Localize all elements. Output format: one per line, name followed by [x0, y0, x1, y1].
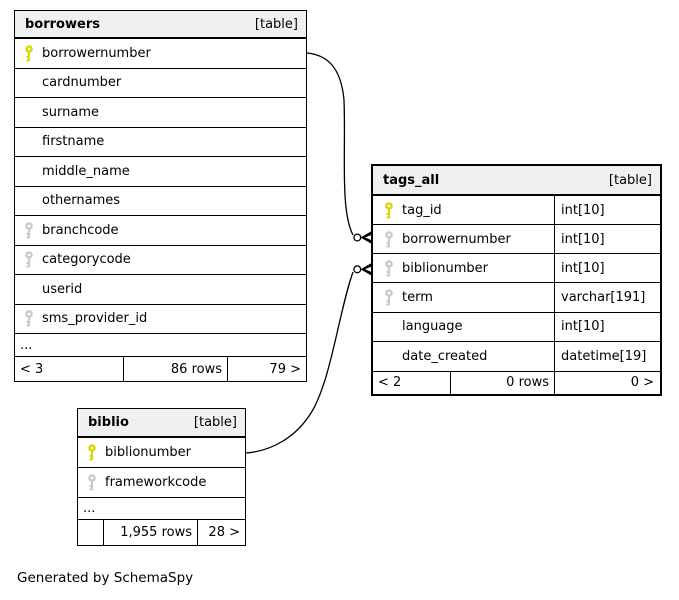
indexed-key-icon [384, 230, 394, 248]
table-biblio-header[interactable]: biblio [table] [78, 409, 245, 438]
indexed-key-icon [24, 251, 34, 268]
table-type-label: [table] [608, 172, 652, 188]
primary-key-icon [24, 44, 34, 62]
column-type: varchar[191] [561, 290, 646, 306]
table-footer: 1,955 rows 28 > [78, 519, 245, 545]
more-columns-ellipsis: ... [15, 334, 306, 356]
column-name: term [402, 290, 433, 306]
column-name: categorycode [42, 252, 131, 268]
table-name: tags_all [383, 172, 440, 188]
column-type: int[10] [561, 231, 605, 247]
table-borrowers-header[interactable]: borrowers [table] [15, 11, 306, 39]
table-type-label: [table] [254, 16, 298, 32]
ellipsis-label: ... [20, 337, 33, 353]
indexed-key-icon [384, 289, 394, 306]
column-name: date_created [402, 348, 488, 364]
related-connectors-right: 28 > [208, 525, 240, 540]
column-row: firstname [15, 128, 306, 157]
related-connectors-left [78, 520, 104, 545]
column-name: surname [42, 104, 99, 120]
column-name: sms_provider_id [42, 311, 148, 327]
diagram-caption: Generated by SchemaSpy [17, 570, 194, 586]
table-biblio[interactable]: biblio [table] biblionumber frameworkcod… [77, 408, 246, 546]
row-count: 0 rows [451, 371, 555, 394]
indexed-key-icon [24, 310, 34, 327]
table-tags-all-header[interactable]: tags_all [table] [373, 166, 660, 196]
row-count: 1,955 rows [104, 520, 198, 545]
table-borrowers[interactable]: borrowers [table] borrowernumber cardnum… [14, 10, 307, 382]
column-row: biblionumber int[10] [373, 254, 660, 284]
ellipsis-label: ... [83, 501, 96, 516]
column-name: biblionumber [105, 445, 192, 460]
key-placeholder [24, 133, 34, 150]
table-tags-all[interactable]: tags_all [table] tag_id int[10] borrower… [371, 164, 662, 396]
column-type: datetime[19] [561, 348, 647, 364]
more-columns-ellipsis: ... [78, 498, 245, 519]
indexed-key-icon [24, 221, 34, 239]
column-row: sms_provider_id [15, 305, 306, 334]
related-connectors-left: < 2 [373, 371, 451, 394]
column-name: frameworkcode [105, 475, 207, 490]
column-name: middle_name [42, 163, 130, 179]
column-type: int[10] [561, 319, 605, 335]
key-placeholder [384, 318, 394, 335]
column-row: branchcode [15, 216, 306, 246]
column-row: categorycode [15, 246, 306, 275]
row-count: 86 rows [124, 357, 228, 381]
key-placeholder [24, 192, 34, 209]
table-footer: < 3 86 rows 79 > [15, 356, 306, 381]
column-row: language int[10] [373, 312, 660, 342]
indexed-key-icon [87, 474, 97, 491]
column-row: date_created datetime[19] [373, 341, 660, 371]
column-name: language [402, 319, 463, 335]
column-name: borrowernumber [42, 45, 151, 61]
table-type-label: [table] [193, 415, 237, 430]
relationship-borrowers-to-tags-all [306, 52, 372, 245]
primary-key-icon [384, 201, 394, 219]
table-name: biblio [88, 415, 129, 430]
column-row: middle_name [15, 157, 306, 187]
column-row: userid [15, 275, 306, 305]
related-connectors-left: < 3 [15, 357, 124, 381]
key-placeholder [24, 163, 34, 180]
column-row: tag_id int[10] [373, 196, 660, 226]
column-name: cardnumber [42, 75, 122, 91]
column-type: int[10] [561, 260, 605, 276]
column-name: biblionumber [402, 260, 489, 276]
table-footer: < 2 0 rows 0 > [373, 370, 660, 394]
column-name: firstname [42, 134, 105, 150]
column-row: borrowernumber [15, 39, 306, 69]
column-row: surname [15, 98, 306, 128]
column-row: biblionumber [78, 438, 245, 468]
column-name: branchcode [42, 222, 119, 238]
column-row: borrowernumber int[10] [373, 225, 660, 255]
column-name: othernames [42, 193, 121, 209]
key-placeholder [24, 74, 34, 91]
key-placeholder [24, 281, 34, 298]
table-name: borrowers [25, 16, 100, 32]
key-placeholder [384, 348, 394, 365]
related-connectors-right: 0 > [630, 375, 654, 391]
column-row: frameworkcode [78, 468, 245, 498]
column-row: cardnumber [15, 69, 306, 98]
column-row: term varchar[191] [373, 283, 660, 313]
indexed-key-icon [384, 260, 394, 277]
key-placeholder [24, 104, 34, 121]
column-name: borrowernumber [402, 231, 511, 247]
primary-key-icon [87, 444, 97, 461]
column-name: userid [42, 281, 83, 297]
related-connectors-right: 79 > [269, 361, 301, 377]
column-row: othernames [15, 187, 306, 216]
column-type: int[10] [561, 202, 605, 218]
column-name: tag_id [402, 202, 442, 218]
